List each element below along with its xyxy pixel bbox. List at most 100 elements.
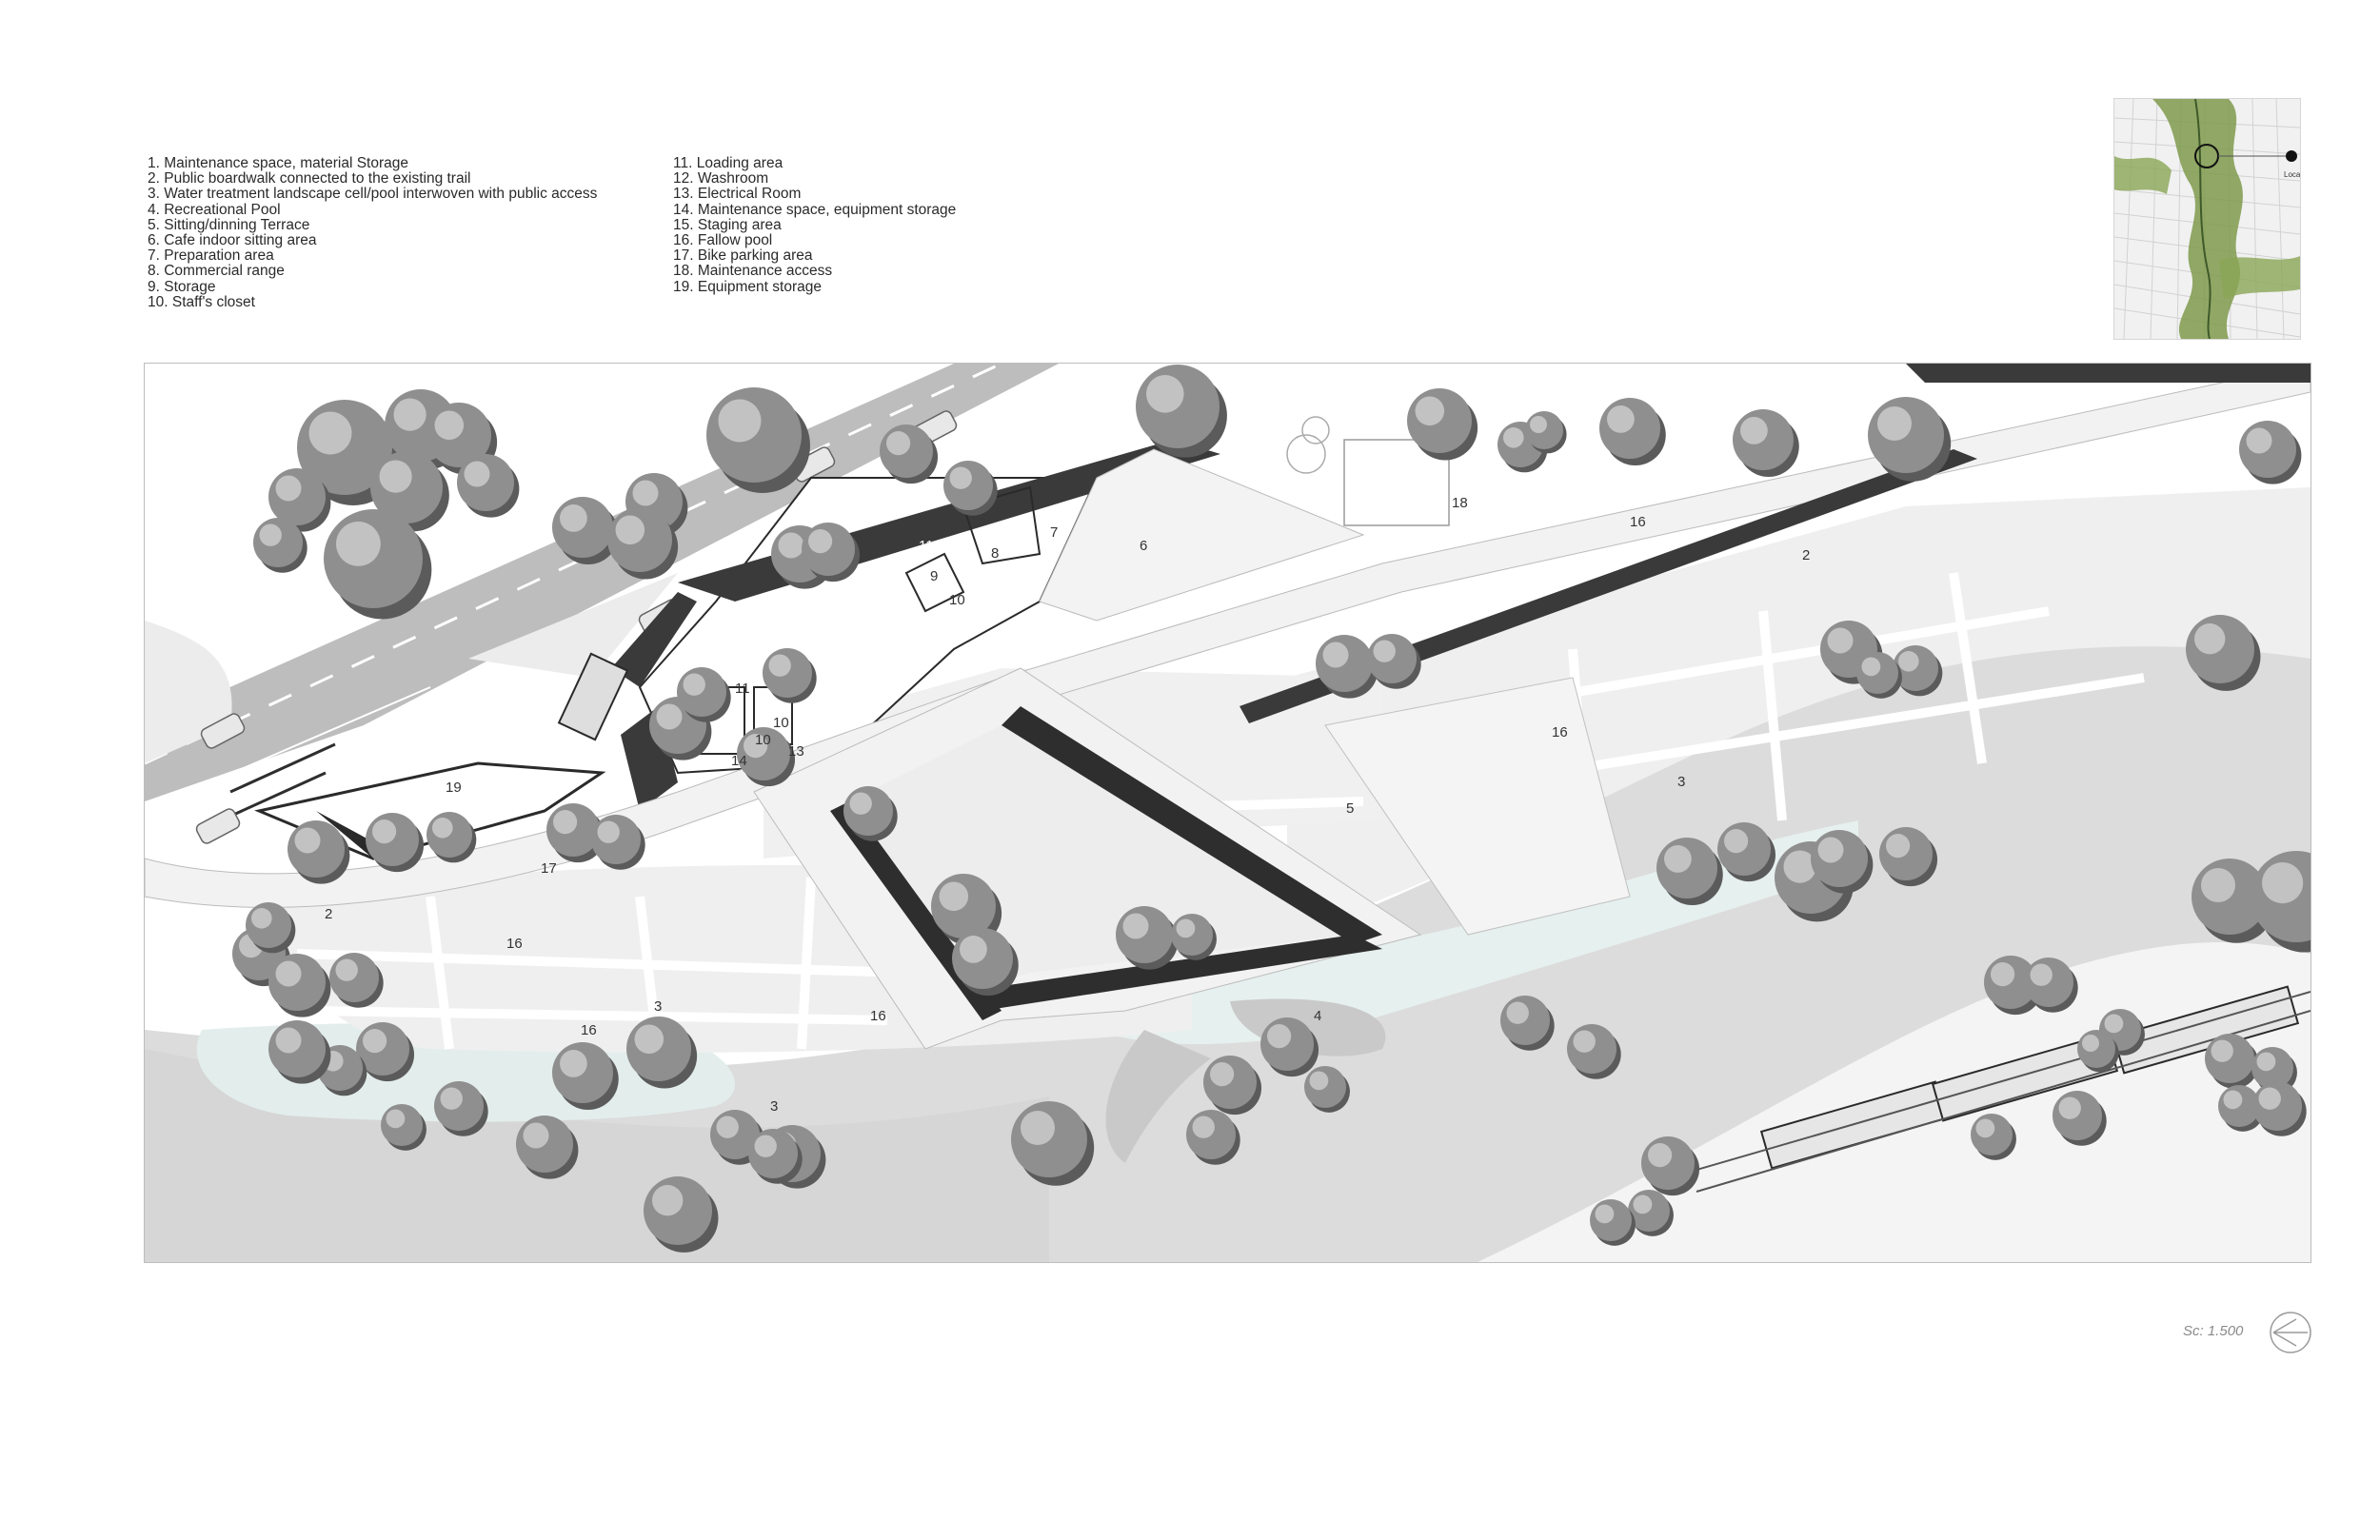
tree-highlight xyxy=(1861,657,1881,677)
legend-item: 16. Fallow pool xyxy=(673,232,773,249)
tree-highlight xyxy=(1373,640,1396,662)
legend-item: 3. Water treatment landscape cell/pool i… xyxy=(148,186,598,203)
tree-highlight xyxy=(1021,1111,1055,1145)
tree-highlight xyxy=(1664,845,1692,873)
tree-highlight xyxy=(652,1185,684,1216)
legend-item: 7. Preparation area xyxy=(148,247,274,265)
legend-item: 1. Maintenance space, material Storage xyxy=(148,155,408,171)
label-maintenance-access: 18 xyxy=(1452,495,1468,511)
tree-highlight xyxy=(615,515,645,545)
tree-highlight xyxy=(1898,651,1919,672)
label-maintenance-space: 14 xyxy=(731,753,747,769)
road xyxy=(145,364,1059,801)
coffee-icon xyxy=(2286,150,2297,162)
location-key-map: Location 1 xyxy=(2113,98,2301,340)
site-plan: 2 2 3 3 3 4 5 6 7 8 9 10 10 10 11 11 13 … xyxy=(144,363,2311,1263)
label-boardwalk: 2 xyxy=(1802,547,1810,563)
tree-highlight xyxy=(632,480,659,506)
tree-highlight xyxy=(1267,1024,1292,1049)
tree-highlight xyxy=(1176,918,1196,938)
label-treatment-cell: 3 xyxy=(1677,774,1685,790)
tree-highlight xyxy=(1530,416,1547,433)
tree-highlight xyxy=(939,881,969,912)
tree-highlight xyxy=(275,960,302,987)
label-equipment-storage: 19 xyxy=(446,780,462,796)
tree-highlight xyxy=(1506,1001,1529,1024)
tree-highlight xyxy=(259,523,282,546)
label-staff-closet: 10 xyxy=(773,715,789,731)
tree-highlight xyxy=(744,734,768,759)
tree-highlight xyxy=(434,410,465,441)
legend-item: 18. Maintenance access xyxy=(673,263,833,280)
label-staff-closet: 10 xyxy=(949,592,965,608)
tree-highlight xyxy=(1817,837,1844,863)
tree-highlight xyxy=(634,1024,664,1055)
tree-highlight xyxy=(440,1087,463,1110)
scale-label: Sc: 1.500 xyxy=(2183,1323,2244,1339)
cafe-terrace xyxy=(1039,448,1365,622)
legend-item: 14. Maintenance space, equipment storage xyxy=(673,201,957,218)
tree-highlight xyxy=(2201,868,2235,902)
tree-highlight xyxy=(1724,829,1749,854)
tree-highlight xyxy=(432,818,453,839)
label-electrical-room: 13 xyxy=(788,743,804,760)
tree-highlight xyxy=(523,1122,549,1149)
tree-highlight xyxy=(2058,1096,2081,1119)
legend-item: 6. Cafe indoor sitting area xyxy=(148,232,317,249)
tree-highlight xyxy=(308,411,352,455)
label-cafe-sitting: 6 xyxy=(1140,538,1147,554)
north-arrow-icon xyxy=(2268,1310,2313,1360)
legend-right-column: 11. Loading area 12. Washroom 13. Electr… xyxy=(673,155,957,295)
tree-highlight xyxy=(754,1135,777,1157)
dining-terrace xyxy=(1324,677,1631,936)
tree-highlight xyxy=(379,460,412,493)
legend-item: 13. Electrical Room xyxy=(673,186,802,203)
trees xyxy=(232,365,2311,1253)
legend-item: 11. Loading area xyxy=(673,155,783,171)
legend-item: 4. Recreational Pool xyxy=(148,201,281,218)
key-map-location-label: Location 1 xyxy=(2284,170,2300,179)
tree-highlight xyxy=(1827,627,1854,654)
train xyxy=(1686,985,2311,1193)
label-fallow-pool: 16 xyxy=(581,1022,597,1038)
tree-highlight xyxy=(336,522,381,566)
tree-highlight xyxy=(2258,1087,2281,1110)
label-preparation: 7 xyxy=(1050,524,1058,541)
tree-highlight xyxy=(1573,1030,1596,1053)
tree-highlight xyxy=(1607,405,1635,433)
tree-highlight xyxy=(949,466,972,489)
tree-highlight xyxy=(2082,1035,2099,1052)
tree-highlight xyxy=(597,820,620,843)
tree-highlight xyxy=(718,399,762,443)
tree-highlight xyxy=(1975,1118,1995,1138)
label-loading-area: 11 xyxy=(919,538,934,554)
label-staging-area: 15 xyxy=(560,743,576,760)
tree-highlight xyxy=(656,703,683,730)
tree-highlight xyxy=(1783,850,1816,883)
tree-highlight xyxy=(1648,1143,1673,1168)
tree-highlight xyxy=(1192,1116,1215,1138)
tree-highlight xyxy=(683,673,705,696)
label-boardwalk: 2 xyxy=(325,906,332,922)
tree-highlight xyxy=(768,654,791,677)
legend-item: 8. Commercial range xyxy=(148,263,285,280)
tree-highlight xyxy=(1210,1062,1235,1087)
tree-highlight xyxy=(2262,862,2304,904)
label-fallow-pool: 16 xyxy=(1552,724,1568,740)
legend-item: 19. Equipment storage xyxy=(673,278,822,295)
tree-highlight xyxy=(363,1029,387,1054)
tree-highlight xyxy=(1740,417,1768,444)
legend-item: 9. Storage xyxy=(148,278,216,295)
label-storage: 9 xyxy=(930,568,938,584)
tree-highlight xyxy=(294,827,321,854)
tree-highlight xyxy=(849,792,872,815)
legend-left-column: 1. Maintenance space, material Storage 2… xyxy=(148,155,598,310)
traffic-island xyxy=(468,573,678,678)
boardwalk-edge xyxy=(1240,449,1977,723)
tree-highlight xyxy=(1877,406,1912,441)
tree-highlight xyxy=(2223,1090,2243,1110)
tree-highlight xyxy=(1595,1204,1615,1224)
tree-highlight xyxy=(1886,834,1911,859)
tree-highlight xyxy=(275,1027,302,1054)
legend-item: 5. Sitting/dinning Terrace xyxy=(148,216,310,233)
